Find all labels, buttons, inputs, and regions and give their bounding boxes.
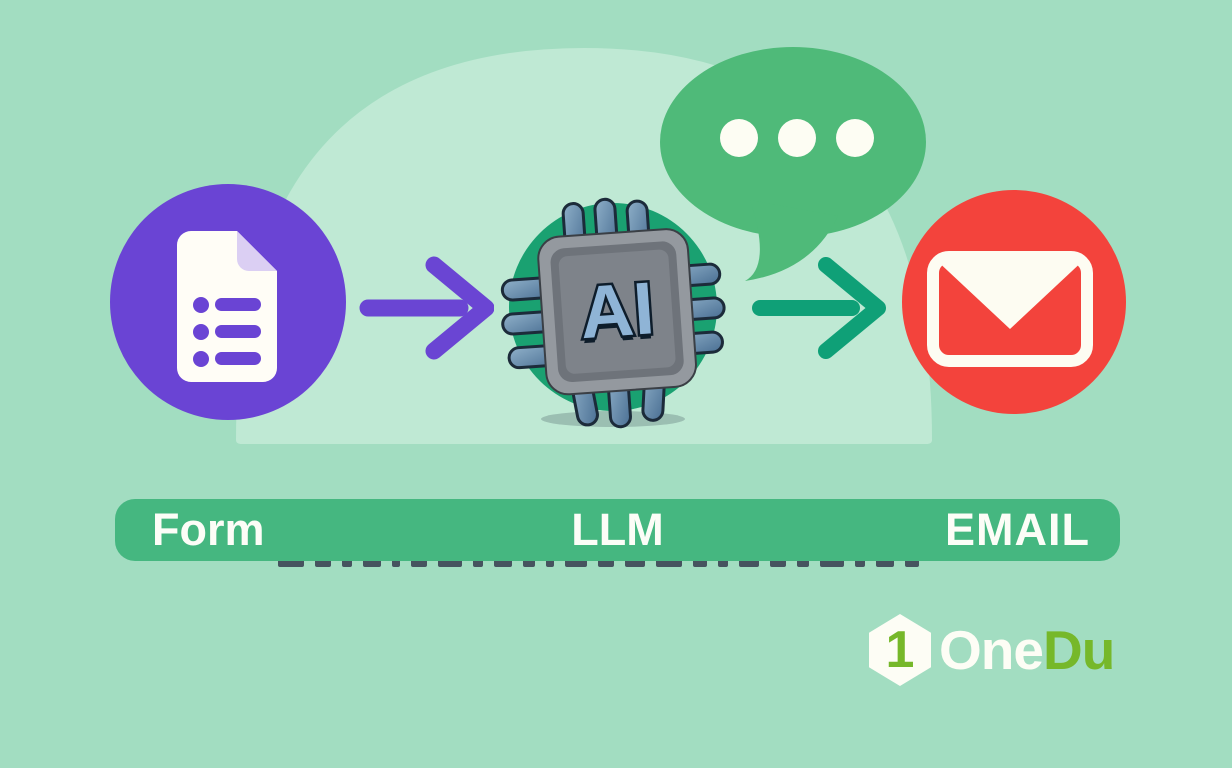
- envelope-border: [927, 251, 1093, 367]
- typing-dot: [836, 119, 874, 157]
- letter-bottom-mark: [770, 556, 786, 567]
- letter-bottom-mark: [820, 556, 844, 567]
- letter-bottom-mark: [598, 556, 614, 567]
- banner-label-form: Form: [152, 504, 265, 555]
- document-fold-corner: [237, 231, 277, 271]
- letter-bottom-mark: [438, 556, 462, 567]
- letter-bottom-mark: [905, 556, 919, 567]
- letter-bottom-mark: [315, 556, 331, 567]
- letter-bottom-mark: [473, 556, 483, 567]
- typing-dot: [778, 119, 816, 157]
- letter-bottom-mark: [855, 556, 865, 567]
- hidden-text-remnant: [278, 556, 938, 567]
- chip-label: AI: [577, 266, 657, 354]
- envelope-flap: [933, 257, 1087, 329]
- hexagon-digit: 1: [885, 621, 915, 679]
- letter-bottom-mark: [876, 556, 894, 567]
- ai-chip-icon: AI AI: [500, 197, 726, 429]
- chip-screen: [558, 249, 676, 374]
- hexagon-one-icon: 1: [869, 614, 931, 686]
- logo-word-one: One: [939, 619, 1044, 681]
- letter-bottom-mark: [342, 556, 352, 567]
- chip-group: AI AI: [500, 197, 726, 429]
- letter-bottom-mark: [797, 556, 809, 567]
- arrow-form-to-llm-icon: [359, 256, 494, 360]
- letter-bottom-mark: [546, 556, 554, 567]
- banner-label-email: EMAIL: [945, 504, 1090, 555]
- logo-wordmark: OneDu: [939, 618, 1115, 682]
- letter-bottom-mark: [494, 556, 512, 567]
- letter-bottom-mark: [565, 556, 587, 567]
- bubble-tail: [745, 200, 838, 281]
- letter-bottom-mark: [718, 556, 728, 567]
- banner-label-llm: LLM: [571, 504, 664, 555]
- arrow-llm-to-email-icon: [752, 257, 886, 359]
- letter-bottom-mark: [625, 556, 645, 567]
- document-list-lines: [193, 297, 261, 367]
- speech-bubble-icon: [660, 47, 926, 281]
- email-envelope-icon: [927, 251, 1093, 367]
- caption-banner: Form LLM EMAIL: [115, 499, 1120, 561]
- letter-bottom-mark: [656, 556, 682, 567]
- form-document-icon: [177, 231, 277, 382]
- letter-bottom-mark: [392, 556, 400, 567]
- onedu-logo: 1 OneDu: [869, 612, 1115, 688]
- letter-bottom-mark: [693, 556, 707, 567]
- chip-label-shadow: AI: [578, 271, 658, 359]
- letter-bottom-mark: [278, 556, 304, 567]
- letter-bottom-mark: [363, 556, 381, 567]
- letter-bottom-mark: [523, 556, 535, 567]
- letter-bottom-mark: [411, 556, 427, 567]
- letter-bottom-mark: [739, 556, 759, 567]
- typing-dot: [720, 119, 758, 157]
- logo-word-du: Du: [1042, 619, 1115, 681]
